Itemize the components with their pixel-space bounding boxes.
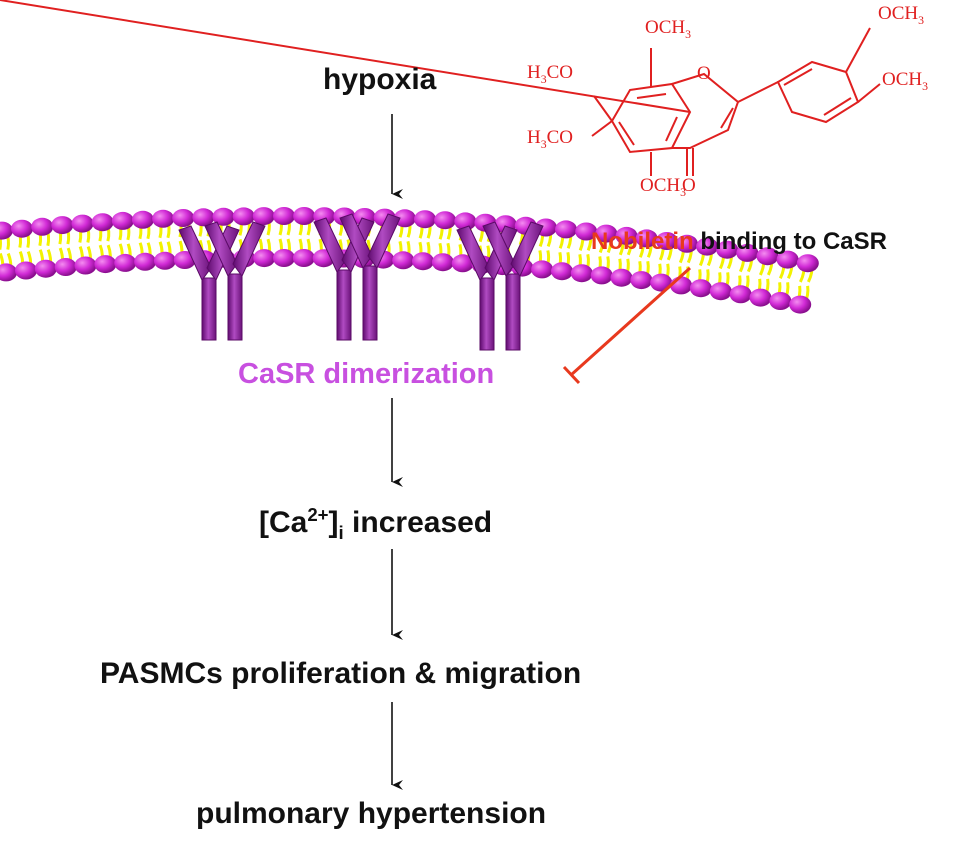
lipid-head-outer <box>253 207 275 225</box>
lipid-head-outer <box>31 218 53 236</box>
lipid-head-inner <box>789 296 811 314</box>
lipid-head-inner <box>571 264 593 282</box>
lipid-head-inner <box>412 252 434 270</box>
lipid-head-inner <box>0 263 17 281</box>
lipid-head-inner <box>154 252 176 270</box>
lipid-head-inner <box>551 262 573 280</box>
lipid-head-inner <box>730 285 752 303</box>
lipid-head-outer <box>92 213 114 231</box>
lipid-head-inner <box>769 292 791 310</box>
casr-dimer <box>457 222 543 350</box>
nobiletin-name: Nobiletin <box>591 228 694 255</box>
lipid-head-inner <box>710 282 732 300</box>
molecule-label-h3co-lower: H3CO <box>527 127 573 152</box>
molecule-label-carbonyl-oxygen: O <box>682 175 696 197</box>
nobiletin-structure <box>0 0 880 176</box>
step-hypoxia: hypoxia <box>323 63 436 97</box>
casr-dimer <box>314 214 400 340</box>
lipid-head-outer <box>797 254 819 272</box>
lipid-head-inner <box>15 262 37 280</box>
lipid-head-inner <box>670 276 692 294</box>
casr-receptors <box>179 214 543 350</box>
molecule-label-och3-ring-right: OCH3 <box>882 69 928 94</box>
lipid-head-outer <box>112 212 134 230</box>
lipid-head-outer <box>11 220 33 238</box>
molecule-label-och3-ring-top: OCH3 <box>878 3 924 28</box>
nobiletin-binding-label: Nobiletin binding to CaSR <box>591 228 887 256</box>
lipid-head-inner <box>114 254 136 272</box>
lipid-head-outer <box>555 220 577 238</box>
molecule-label-och3-bottom: OCH3 <box>640 175 686 200</box>
binding-text: binding to CaSR <box>694 228 887 255</box>
lipid-head-inner <box>55 258 77 276</box>
lipid-head-inner <box>432 253 454 271</box>
lipid-head-outer <box>172 209 194 227</box>
lipid-head-inner <box>690 279 712 297</box>
lipid-head-inner <box>94 255 116 273</box>
lipid-head-outer <box>51 216 73 234</box>
step-calcium-increased: [Ca2+]i increased <box>259 504 492 544</box>
lipid-head-inner <box>392 251 414 269</box>
lipid-head-outer <box>233 207 255 225</box>
lipid-head-inner <box>273 249 295 267</box>
lipid-head-inner <box>630 271 652 289</box>
step-pulmonary-hypertension: pulmonary hypertension <box>196 797 546 831</box>
step-casr-dimerization: CaSR dimerization <box>238 358 494 391</box>
lipid-head-outer <box>273 207 295 225</box>
lipid-head-outer <box>293 207 315 225</box>
lipid-head-outer <box>132 211 154 229</box>
lipid-head-inner <box>750 289 772 307</box>
lipid-head-outer <box>414 210 436 228</box>
lipid-head-inner <box>75 257 97 275</box>
lipid-head-inner <box>253 249 275 267</box>
step-pasmc-proliferation: PASMCs proliferation & migration <box>100 657 581 691</box>
molecule-label-ring-oxygen: O <box>697 63 711 85</box>
lipid-head-outer <box>72 215 94 233</box>
lipid-head-inner <box>35 260 57 278</box>
lipid-head-inner <box>611 269 633 287</box>
lipid-head-inner <box>293 249 315 267</box>
lipid-heads <box>0 207 819 314</box>
lipid-head-inner <box>531 260 553 278</box>
lipid-head-outer <box>152 210 174 228</box>
lipid-head-outer <box>0 222 13 240</box>
casr-dimer <box>179 222 265 340</box>
lipid-head-outer <box>434 211 456 229</box>
lipid-head-inner <box>134 253 156 271</box>
lipid-head-inner <box>591 266 613 284</box>
molecule-label-och3-top: OCH3 <box>645 17 691 42</box>
molecule-label-h3co-upper: H3CO <box>527 62 573 87</box>
